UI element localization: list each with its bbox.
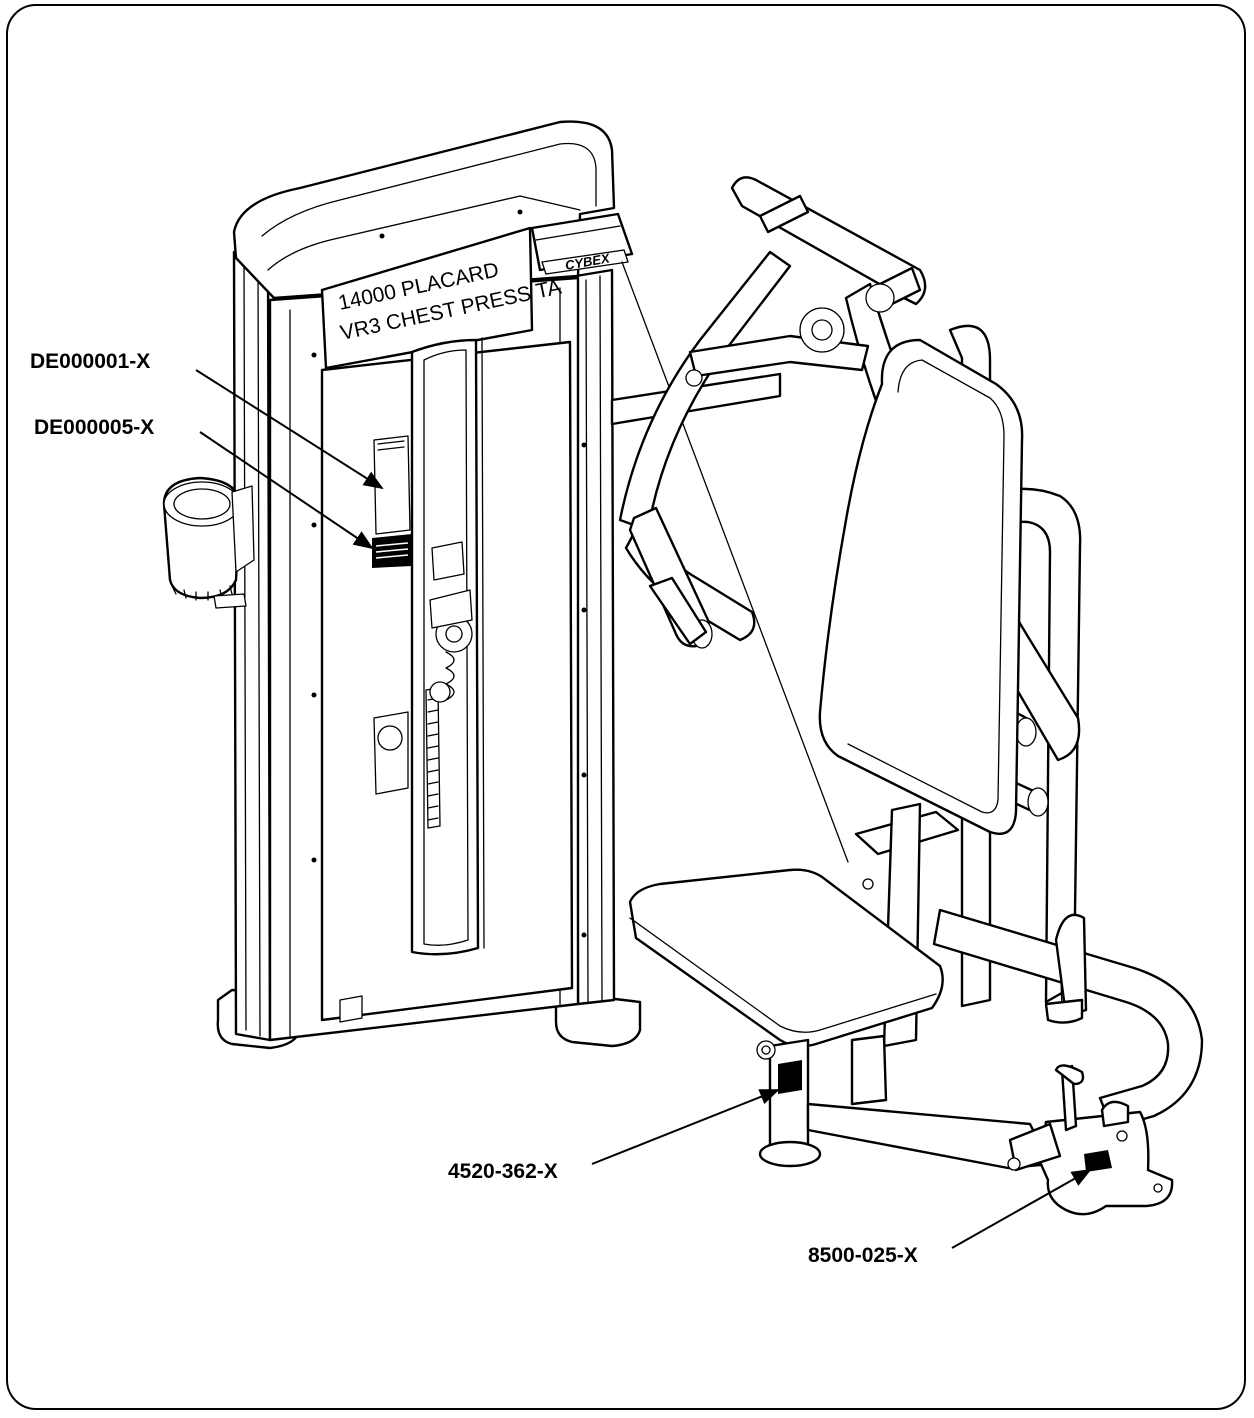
callout-de000001: DE000001-X [30,350,384,490]
callout-label-de000001: DE000001-X [30,350,150,373]
back-pad [818,338,1024,835]
seat-assembly [628,802,944,1168]
callout-4520-362: 4520-362-X [448,1089,780,1183]
decal-de000001 [373,435,411,535]
callout-label-4520-362: 4520-362-X [448,1160,558,1183]
callout-de000005: DE000005-X [34,416,374,550]
drawing-border [6,4,1246,1410]
front-base [806,1064,1174,1216]
weight-stack-tower: 14000 PLACARD VR3 CHEST PRESS TA CYBEX [216,120,642,1050]
cup-holder [162,476,255,609]
callout-8500-025: 8500-025-X [808,1169,1092,1267]
decal-4520-362 [778,1060,802,1094]
cable [621,261,849,863]
decal-8500-025 [1084,1150,1112,1172]
callout-label-8500-025: 8500-025-X [808,1244,918,1267]
callout-label-de000005: DE000005-X [34,416,154,439]
